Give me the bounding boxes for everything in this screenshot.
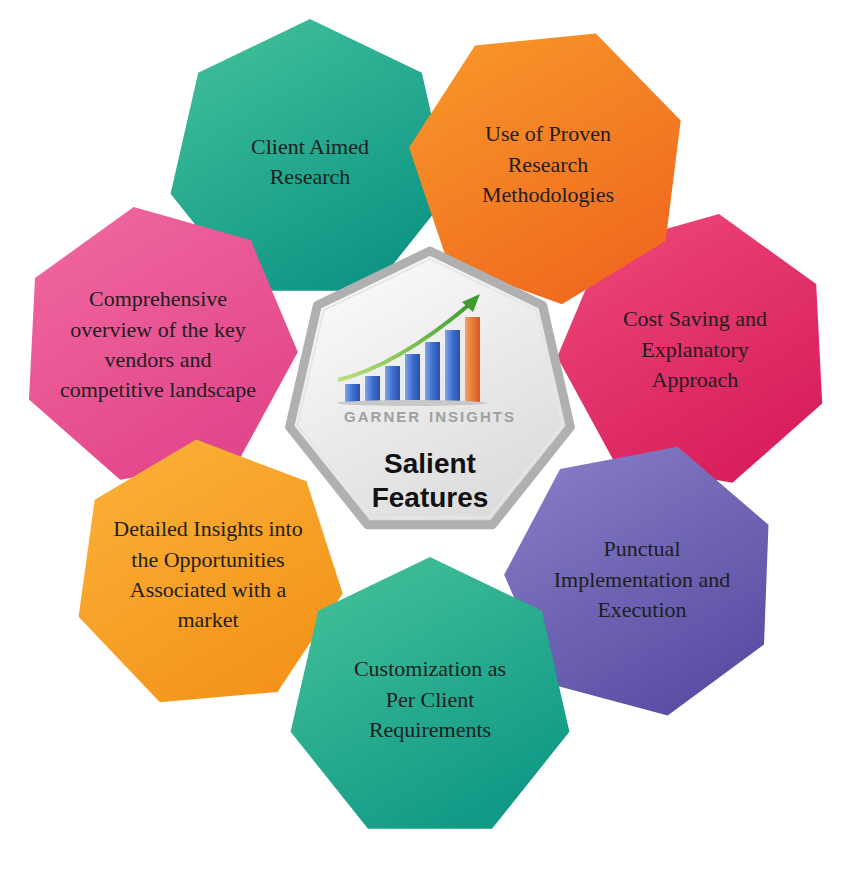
feature-heptagon: Comprehensive overview of the key vendor…: [16, 203, 300, 487]
watermark-text: GARNER: [344, 408, 421, 425]
growth-chart-icon: [330, 292, 530, 407]
feature-heptagon: Customization as Per Client Requirements: [285, 555, 575, 845]
hub-title: Salient Features: [330, 447, 530, 514]
watermark-row: GARNER INSIGHTS: [280, 408, 580, 425]
heptagon-shape: [16, 203, 300, 487]
feature-label: Customization as Per Client Requirements: [338, 654, 523, 745]
feature-label: Client Aimed Research: [230, 132, 390, 193]
feature-label: Cost Saving and Explanatory Approach: [600, 304, 790, 395]
feature-label: Punctual Implementation and Execution: [550, 534, 735, 625]
feature-label: Detailed Insights into the Opportunities…: [113, 514, 303, 635]
text-area: Comprehensive overview of the key vendor…: [16, 203, 300, 487]
watermark-text: INSIGHTS: [429, 408, 516, 425]
feature-label: Comprehensive overview of the key vendor…: [58, 284, 258, 405]
text-area: Customization as Per Client Requirements: [285, 555, 575, 845]
feature-label: Use of Proven Research Methodologies: [453, 119, 643, 210]
